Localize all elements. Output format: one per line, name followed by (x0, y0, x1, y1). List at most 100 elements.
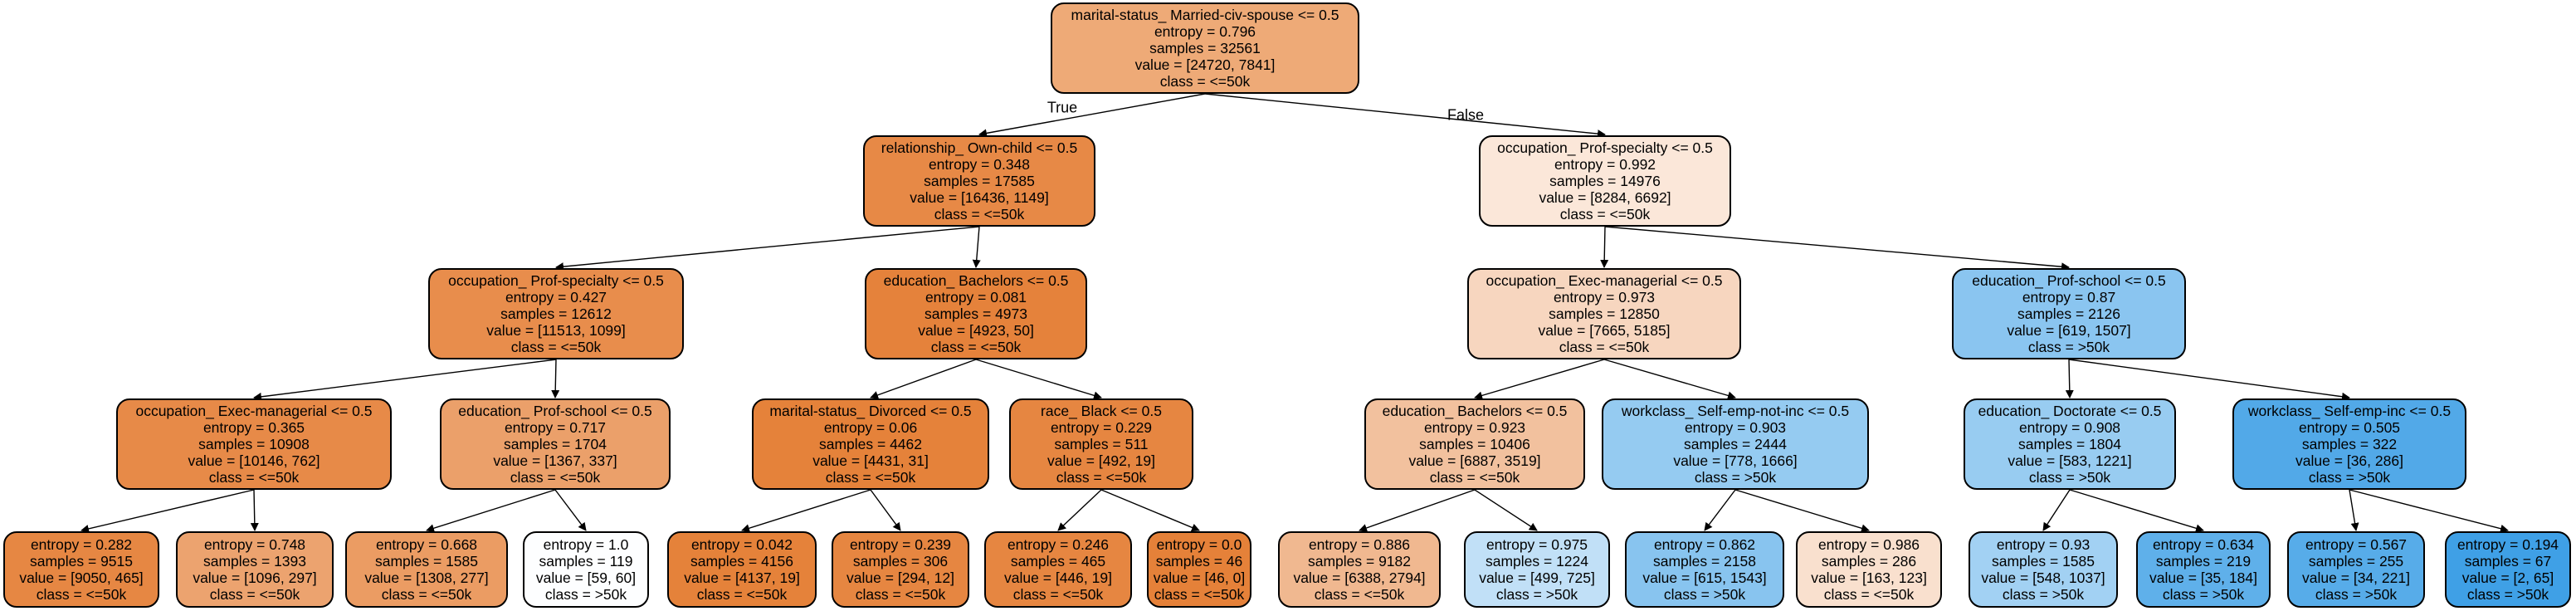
edge-n_RL-to-n_RLL (1474, 359, 1605, 400)
node-text-line: value = [8284, 6692] (1539, 189, 1671, 206)
edge-n_RRL-to-l13 (2042, 489, 2071, 531)
node-text-line: occupation_ Exec-managerial <= 0.5 (135, 403, 373, 419)
node-text-line: samples = 10908 (198, 436, 310, 452)
node-text-line: entropy = 0.975 (1486, 536, 1588, 553)
edge-n_RRL-to-l14 (2069, 489, 2204, 533)
node-text-line: samples = 32561 (1149, 40, 1261, 56)
node-text-line: entropy = 1.0 (543, 536, 629, 553)
node-text-line: race_ Black <= 0.5 (1041, 403, 1162, 419)
node-text-line: samples = 10406 (1419, 436, 1530, 452)
node-text-line: entropy = 0.06 (823, 419, 918, 436)
node-text-line: class = >50k (2027, 339, 2110, 355)
node-text-line: samples = 14976 (1549, 173, 1661, 189)
edge-n_RL-to-n_RLR (1603, 359, 1736, 400)
node-text-line: entropy = 0.634 (2152, 536, 2255, 553)
node-text-line: samples = 2158 (1652, 553, 1757, 569)
node-text-line: class = <=50k (1154, 586, 1245, 603)
node-text-line: entropy = 0.748 (203, 536, 306, 553)
edge-n_LRR-to-l7 (1057, 489, 1102, 531)
node-text-line: value = [548, 1037] (1981, 569, 2105, 586)
node-text-line: samples = 219 (2155, 553, 2252, 569)
node-text-line: value = [6388, 2794] (1293, 569, 1426, 586)
node-text-line: marital-status_ Married-civ-spouse <= 0.… (1071, 7, 1339, 23)
node-text-line: samples = 511 (1054, 436, 1149, 452)
edge-n_RR-to-n_RRL (2065, 359, 2074, 398)
node-text-line: value = [59, 60] (535, 569, 637, 586)
node-text-line: entropy = 0.081 (925, 289, 1027, 306)
edge-n_LLR-to-l4 (554, 489, 587, 531)
edge-n_RR-to-n_RRR (2068, 359, 2350, 401)
node-text-line: value = [11513, 1099] (486, 322, 626, 339)
node-text-line: value = [4431, 31] (812, 452, 929, 469)
edge-n_LRR-to-l8 (1100, 489, 1200, 532)
node-text-line: value = [583, 1221] (2008, 452, 2132, 469)
node-text-line: class = >50k (2466, 586, 2549, 603)
edge-n_LLL-to-l2 (250, 489, 259, 531)
node-text-line: entropy = 0.862 (1653, 536, 1756, 553)
node-text-line: class = <=50k (1559, 206, 1651, 222)
node-text-line: value = [1308, 277] (364, 569, 489, 586)
node-text-line: entropy = 0.239 (849, 536, 952, 553)
node-text-line: value = [499, 725] (1479, 569, 1595, 586)
edge-n_LR-to-n_LRR (975, 359, 1102, 400)
node-text-line: samples = 9515 (29, 553, 134, 569)
edge-n_RLL-to-l10 (1474, 489, 1538, 531)
node-text-line: entropy = 0.973 (1553, 289, 1656, 306)
node-text-line: class = <=50k (208, 469, 300, 486)
node-text-line: value = [7665, 5185] (1538, 322, 1671, 339)
node-text-line: class = <=50k (1429, 469, 1520, 486)
node-text-line: class = >50k (2308, 469, 2391, 486)
node-text-line: samples = 1585 (374, 553, 479, 569)
node-text-line: entropy = 0.717 (504, 419, 607, 436)
node-text-line: value = [619, 1507] (2007, 322, 2131, 339)
node-text-line: entropy = 0.908 (2018, 419, 2121, 436)
node-text-line: class = <=50k (855, 586, 946, 603)
node-text-line: class = <=50k (36, 586, 127, 603)
edge-n_RRR-to-l16 (2349, 489, 2509, 533)
node-text-line: entropy = 0.427 (505, 289, 607, 306)
node-text-line: entropy = 0.229 (1050, 419, 1153, 436)
edge-n_RLL-to-l9 (1359, 489, 1476, 532)
edge-n_LL-to-n_LLL (253, 359, 557, 401)
node-text-line: occupation_ Prof-specialty <= 0.5 (448, 272, 664, 289)
node-text-line: entropy = 0.348 (928, 156, 1031, 173)
node-text-line: education_ Doctorate <= 0.5 (1978, 403, 2162, 419)
node-text-line: education_ Prof-school <= 0.5 (458, 403, 652, 419)
node-text-line: value = [446, 19] (1004, 569, 1112, 586)
edge-n_RLR-to-l12 (1734, 489, 1870, 533)
node-text-line: entropy = 0.668 (375, 536, 478, 553)
node-text-line: samples = 119 (539, 553, 633, 569)
node-text-line: samples = 1704 (503, 436, 607, 452)
edge-n_RLR-to-l11 (1704, 489, 1736, 531)
node-text-line: class = <=50k (1823, 586, 1915, 603)
edge-n_LRL-to-l5 (741, 489, 871, 533)
node-text-line: samples = 4973 (924, 306, 1028, 322)
edge-n_LR-to-n_LRL (870, 359, 977, 399)
node-text-line: class = >50k (2162, 586, 2245, 603)
node-text-line: samples = 1224 (1485, 553, 1589, 569)
edge-n_R-to-n_RR (1604, 226, 2070, 271)
edge-n_LLR-to-l3 (426, 489, 556, 533)
node-text-line: class = <=50k (1056, 469, 1147, 486)
edge-n_LRL-to-l6 (870, 489, 901, 531)
node-text-line: entropy = 0.365 (202, 419, 305, 436)
edge-n_L-to-n_LR (972, 226, 981, 268)
node-text-line: entropy = 0.903 (1684, 419, 1787, 436)
node-text-line: samples = 322 (2301, 436, 2398, 452)
